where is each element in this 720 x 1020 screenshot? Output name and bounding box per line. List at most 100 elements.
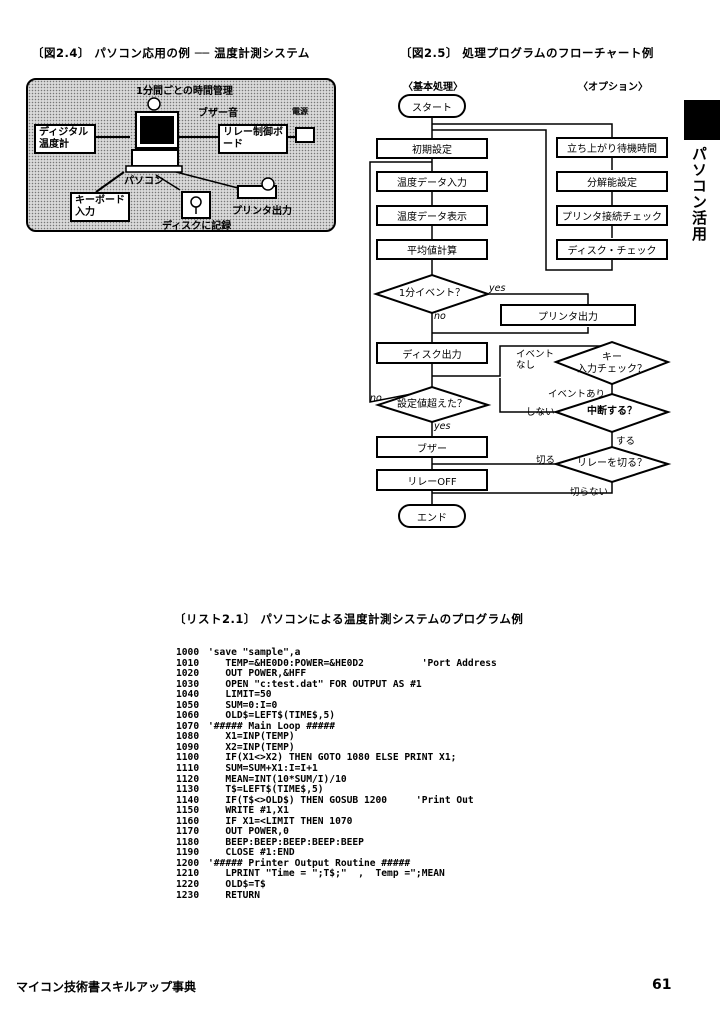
timer-label: 1分間ごとの時間管理 [136,86,233,97]
decision-key-check [553,340,671,386]
interrupt-label: 中断する？ [587,406,637,417]
line-number: 1150 [176,805,200,817]
code-text: IF(X1<>X2) THEN GOTO 1080 ELSE PRINT X1; [208,752,457,764]
average-calc-box: 平均値計算 [376,239,488,260]
book-title: マイコン技術書スキルアップ事典 [16,980,197,994]
code-text: TEMP=&HE0D0:POWER=&HE0D2 'Port Address [208,657,497,669]
code-line: 1040 LIMIT=50 [176,689,497,701]
code-text: T$=LEFT$(TIME$,5) [208,784,324,796]
line-number: 1060 [176,710,200,722]
code-text: WRITE #1,X1 [208,805,289,817]
code-text: SUM=0:I=0 [208,699,278,711]
listing-2-1-caption: 〔リスト2.1〕 パソコンによる温度計測システムのプログラム例 [174,612,524,626]
system-diagram-lines [88,97,315,219]
line-number: 1010 [176,657,200,669]
power-box [295,127,315,143]
line-number: 1220 [176,879,200,891]
line-number: 1080 [176,731,200,743]
code-text: LIMIT=50 [208,689,272,701]
code-text: IF X1=<LIMIT THEN 1070 [208,815,353,827]
code-line: 1160 IF X1=<LIMIT THEN 1070 [176,815,497,828]
code-text: SUM=SUM+X1:I=I+1 [208,763,318,775]
line-number: 1030 [176,678,200,690]
code-line: 1060 OLD$=LEFT$(TIME$,5) [176,711,497,722]
decision-one-min-event [372,273,492,315]
line-number: 1110 [176,763,200,775]
code-text: BEEP:BEEP:BEEP:BEEP:BEEP [208,836,364,848]
code-line: 1010 TEMP=&HE0D0:POWER=&HE0D2 'Port Addr… [176,657,497,670]
section-tab-label: パソコン活用 [690,146,708,242]
pc-keyboard [125,165,183,173]
printer-link [175,171,239,189]
disk-check-box: ディスク・チェック [556,239,668,260]
no-label: no [434,311,446,322]
relay-off-box: リレーOFF [376,469,488,491]
line-number: 1070 [176,720,200,732]
line-number: 1200 [176,857,200,869]
code-line: 1170 OUT POWER,0 [176,827,497,838]
code-text: LPRINT "Time = ";T$;" , Temp =";MEAN [208,868,445,880]
disk-label: ディスクに記録 [162,221,232,232]
printer-output-box: プリンタ出力 [500,304,636,326]
one-min-event-label: 1分イベント？ [398,288,466,299]
pc-label: パソコン [124,176,164,187]
code-text: 'save "sample",a [208,647,301,658]
line-number: 1120 [176,773,200,785]
yes-label: yes [489,283,506,294]
init-box: 初期設定 [376,138,488,159]
keyboard-link [95,171,125,193]
line-number: 1230 [176,889,200,901]
temp-display-box: 温度データ表示 [376,205,488,226]
code-line: 1130 T$=LEFT$(TIME$,5) [176,784,497,796]
code-text: CLOSE #1:END [208,847,295,859]
warmup-box: 立ち上がり待機時間 [556,137,668,158]
page-number: 61 [652,977,672,993]
code-line: 1220 OLD$=T$ [176,879,497,891]
code-text: '##### Printer Output Routine ##### [208,857,411,869]
line-number: 1100 [176,752,200,764]
keyboard-box: キーボード入力 [70,192,130,222]
line-number: 1190 [176,847,200,859]
code-text: OPEN "c:test.dat" FOR OUTPUT AS #1 [208,678,422,690]
line-number: 1020 [176,668,200,680]
code-text: OLD$=LEFT$(TIME$,5) [208,710,336,722]
code-line: 1180 BEEP:BEEP:BEEP:BEEP:BEEP [176,836,497,849]
code-line: 1210 LPRINT "Time = ";T$;" , Temp =";MEA… [176,869,497,880]
code-line: 1200 '##### Printer Output Routine ##### [176,857,497,870]
code-line: 1100 IF(X1<>X2) THEN GOTO 1080 ELSE PRIN… [176,753,497,764]
key-check-label: キー 入力チェック？ [572,352,652,376]
code-text: '##### Main Loop ##### [208,720,336,732]
figure-2-5-caption: 〔図2.5〕 処理プログラムのフローチャート例 [400,46,654,60]
buzzer-box: ブザー [376,436,488,458]
basic-process-header: 〈基本処理〉 [403,82,463,93]
code-line: 1230 RETURN [176,889,497,902]
event-present-label: イベントあり [548,389,606,400]
line-number: 1140 [176,794,200,806]
code-text: RETURN [208,889,260,901]
code-line: 1190 CLOSE #1:END [176,848,497,859]
code-line: 1020 OUT POWER,&HFF [176,668,497,680]
code-line: 1070 '##### Main Loop ##### [176,720,497,733]
no-label-threshold: no [370,393,382,404]
option-header: 〈オプション〉 [578,82,648,93]
dont-cut-label: 切らない [570,487,609,498]
line-number: 1180 [176,836,200,848]
start-terminal: スタート [398,94,466,118]
figure-2-4-caption: 〔図2.4〕 パソコン応用の例 ── 温度計測システム [32,46,310,60]
code-line: 1140 IF(T$<>OLD$) THEN GOSUB 1200 'Print… [176,794,497,807]
code-text: IF(T$<>OLD$) THEN GOSUB 1200 'Print Out [208,794,474,806]
code-line: 1110 SUM=SUM+X1:I=I+1 [176,763,497,775]
line-number: 1000 [176,647,200,658]
power-label: 電源 [292,107,308,116]
code-line: 1000 'save "sample",a [176,647,497,659]
code-text: MEAN=INT(10*SUM/I)/10 [208,773,347,785]
resolution-box: 分解能設定 [556,171,668,192]
code-line: 1050 SUM=0:I=0 [176,699,497,712]
code-text: X1=INP(TEMP) [208,731,295,743]
disk-output-box: ディスク出力 [376,342,488,364]
code-line: 1030 OPEN "c:test.dat" FOR OUTPUT AS #1 [176,678,497,691]
dont-label: しない [526,407,555,418]
decision-threshold [374,385,492,424]
operator-head [147,97,161,111]
